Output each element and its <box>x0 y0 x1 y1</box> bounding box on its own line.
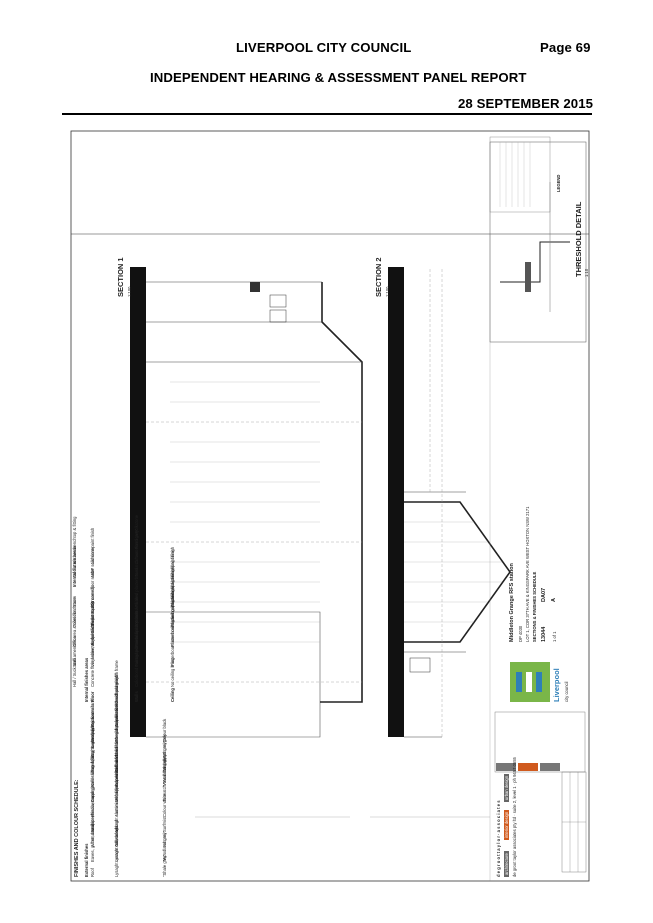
threshold-scale: 1:10 <box>584 268 589 277</box>
int-kitchen-floor: Laminate <box>90 546 95 564</box>
drawing-linework <box>70 130 590 882</box>
int-store-ceiling: Plasterboard steel ceiling lining <box>170 549 175 607</box>
drawing-sheet: SECTION 1 1:100 SECTION 2 1:100 THRESHOL… <box>70 130 590 882</box>
ext-walls-colour: Surfmist <box>162 816 167 832</box>
drawing-number: 13044 <box>541 626 547 642</box>
header-rule <box>62 113 592 115</box>
col-ceiling: Ceiling <box>170 688 175 702</box>
sheet-border <box>70 130 590 882</box>
ext-doors-item: Doors <box>90 790 95 802</box>
internal-finishes-header: Internal finishes areas <box>84 657 89 702</box>
ext-tank-desc: Colorbond "Woodland grey" <box>114 675 119 727</box>
project-number: DP 4030 <box>518 625 523 642</box>
int-store-area: Store <box>72 596 77 607</box>
architect-tag-urban: urban design <box>504 773 510 802</box>
architectural-drawing: SECTION 1 1:100 SECTION 2 1:100 THRESHOL… <box>70 130 590 882</box>
project-title: Middleton Grange RFS station <box>509 563 515 642</box>
sheet-of: 1 of 1 <box>552 631 557 642</box>
architect-tag-interior: interior design <box>504 809 510 840</box>
architect-name: d e g r o o t t a y l o r · a s s o c i … <box>496 800 501 877</box>
col-floor: Floor <box>90 691 95 702</box>
section-1-drawing <box>130 267 363 738</box>
int-kitchen-walls: Colour: Formica Folkstone <box>134 514 139 564</box>
page-number: Page 69 <box>540 40 591 55</box>
project-address: LOT 1, COR 37TH AVE & KINGSPARK AVE WEST… <box>525 506 530 642</box>
title-block <box>489 234 587 881</box>
legend-box <box>489 136 551 213</box>
revision: A <box>551 598 557 602</box>
int-doors-area: Doors <box>72 565 77 577</box>
architect-contact: de groot taylor associates pty ltd · sui… <box>512 757 517 877</box>
col-walls: Walls <box>134 691 139 702</box>
section-1-roof <box>320 282 363 703</box>
drawing-code: DA07 <box>541 587 547 602</box>
external-finishes-header: External finishes <box>84 843 89 877</box>
report-date: 28 SEPTEMBER 2015 <box>458 96 594 111</box>
section-2-label: SECTION 2 <box>374 257 383 297</box>
section-1-label: SECTION 1 <box>116 257 125 297</box>
report-title: INDEPENDENT HEARING & ASSESSMENT PANEL R… <box>150 70 527 85</box>
drawing-title: SECTIONS & FINISHES SCHEDULE <box>532 571 537 642</box>
section-1-slab <box>130 267 146 737</box>
int-office-area: Office <box>72 636 77 647</box>
section-2-drawing <box>388 267 511 738</box>
legend-title: LEGEND <box>556 174 561 192</box>
schedule-title: FINISHES AND COLOUR SCHEDULE: <box>74 779 80 877</box>
threshold-detail <box>489 141 587 343</box>
logo-sub: city council <box>564 681 569 702</box>
section-2-scale: 1:100 <box>385 286 390 297</box>
section-2-roof <box>404 501 511 643</box>
ext-walls-item: Walls <box>90 821 95 832</box>
section-2-slab <box>388 267 404 737</box>
architect-tag-architecture: architecture <box>504 851 510 877</box>
ext-roof-item: Roof <box>90 868 95 877</box>
logo-text: Liverpool <box>552 668 561 702</box>
council-name: LIVERPOOL CITY COUNCIL <box>236 40 412 55</box>
int-kitchen-area: Kitchen benchtop & fitting <box>72 516 77 565</box>
section-1-scale: 1:100 <box>127 286 132 297</box>
ext-tank-item: Rainwater tank <box>90 699 95 727</box>
ext-rails-colour: Colour black <box>162 718 167 742</box>
ext-steel-colour: Natural <box>162 833 167 848</box>
threshold-label: THRESHOLD DETAIL <box>574 201 583 277</box>
